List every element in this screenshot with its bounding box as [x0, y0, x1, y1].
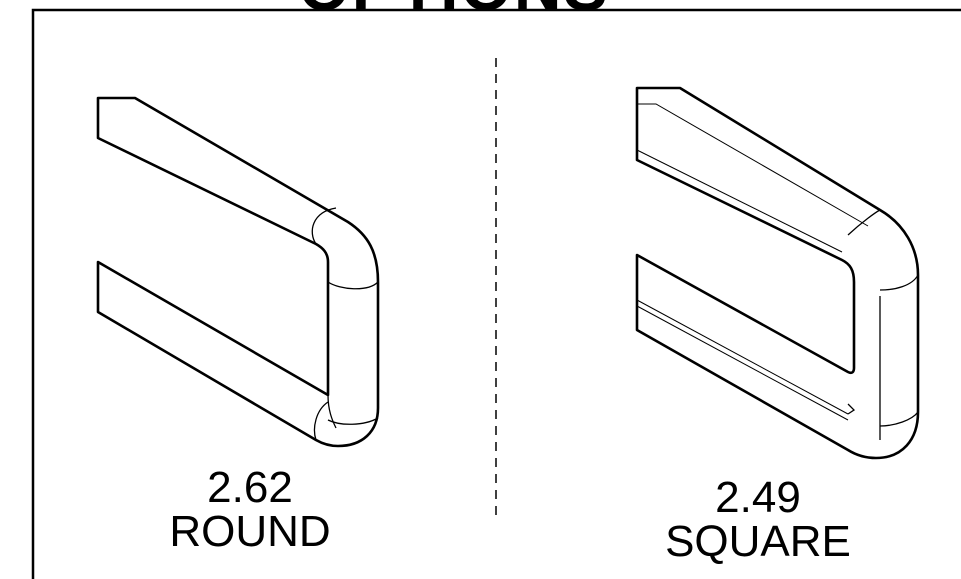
round-profile-label: ROUND: [169, 507, 330, 556]
frame-border: [31, 8, 961, 579]
square-profile-label: SQUARE: [665, 517, 851, 566]
square-value-label: 2.49: [715, 473, 801, 522]
square-gasket-drawing: [635, 86, 920, 460]
round-value-label: 2.62: [207, 463, 293, 512]
heading-text: OPTIONS: [298, 0, 609, 24]
round-gasket-drawing: [96, 96, 380, 448]
